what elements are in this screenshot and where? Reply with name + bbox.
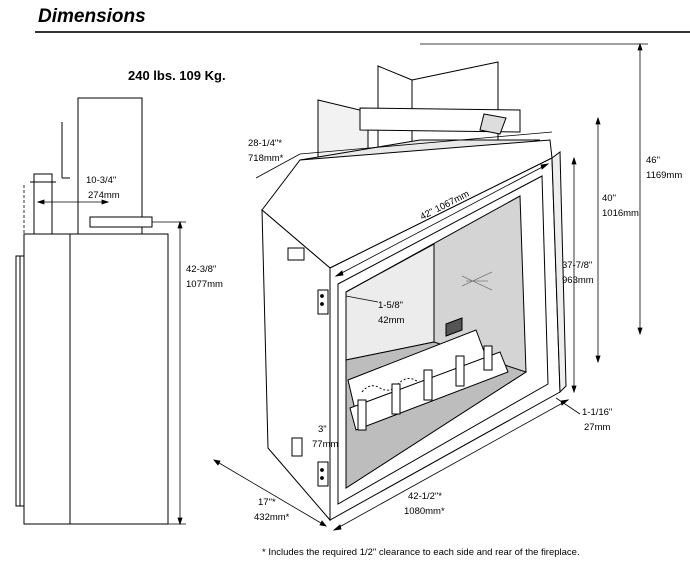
vent-pipe xyxy=(77,97,143,239)
log-set xyxy=(347,317,509,431)
base-height-imperial: 3" xyxy=(318,424,327,435)
side-height-metric: 1077mm xyxy=(186,279,223,290)
iso-dimension-lines xyxy=(213,42,648,531)
depth-top-imperial: 28-1/4"* xyxy=(248,138,283,149)
depth-bottom-imperial: 17"* xyxy=(258,497,276,508)
unit-weight: 240 lbs. 109 Kg. xyxy=(128,68,226,83)
page-title: Dimensions xyxy=(38,6,146,27)
side-view xyxy=(15,97,169,525)
frame-height-metric: 1016mm xyxy=(602,208,639,219)
side-trim-metric: 42mm xyxy=(378,315,405,326)
diffuser-mark xyxy=(461,271,493,291)
opening-height-metric: 963mm xyxy=(562,275,594,286)
front-width-imperial: 42-1/2"* xyxy=(408,491,443,502)
depth-bottom-metric: 432mm* xyxy=(254,512,290,523)
frame-height-imperial: 40" xyxy=(602,193,616,204)
side-trim-imperial: 1-5/8" xyxy=(378,300,404,311)
vent-offset-imperial: 10-3/4" xyxy=(86,175,117,186)
vent-collar xyxy=(33,173,53,237)
overall-height-imperial: 46" xyxy=(646,155,660,166)
base-height-metric: 77mm xyxy=(312,439,339,450)
side-view-dimension-lines xyxy=(23,185,186,526)
hearth-offset-imperial: 1-1/16" xyxy=(582,407,613,418)
mounting-brackets xyxy=(287,247,329,487)
title-underline xyxy=(35,31,690,33)
side-body xyxy=(23,233,169,525)
clearance-footnote: * Includes the required 1/2" clearance t… xyxy=(262,547,580,558)
vent-offset-metric: 274mm xyxy=(88,190,120,201)
front-width-metric: 1080mm* xyxy=(404,506,445,517)
overall-height-metric: 1169mm xyxy=(646,170,683,181)
opening-height-imperial: 37-7/8" xyxy=(562,260,593,271)
side-height-imperial: 42-3/8" xyxy=(186,264,217,275)
hearth-offset-metric: 27mm xyxy=(584,422,611,433)
depth-top-metric: 718mm* xyxy=(248,153,284,164)
